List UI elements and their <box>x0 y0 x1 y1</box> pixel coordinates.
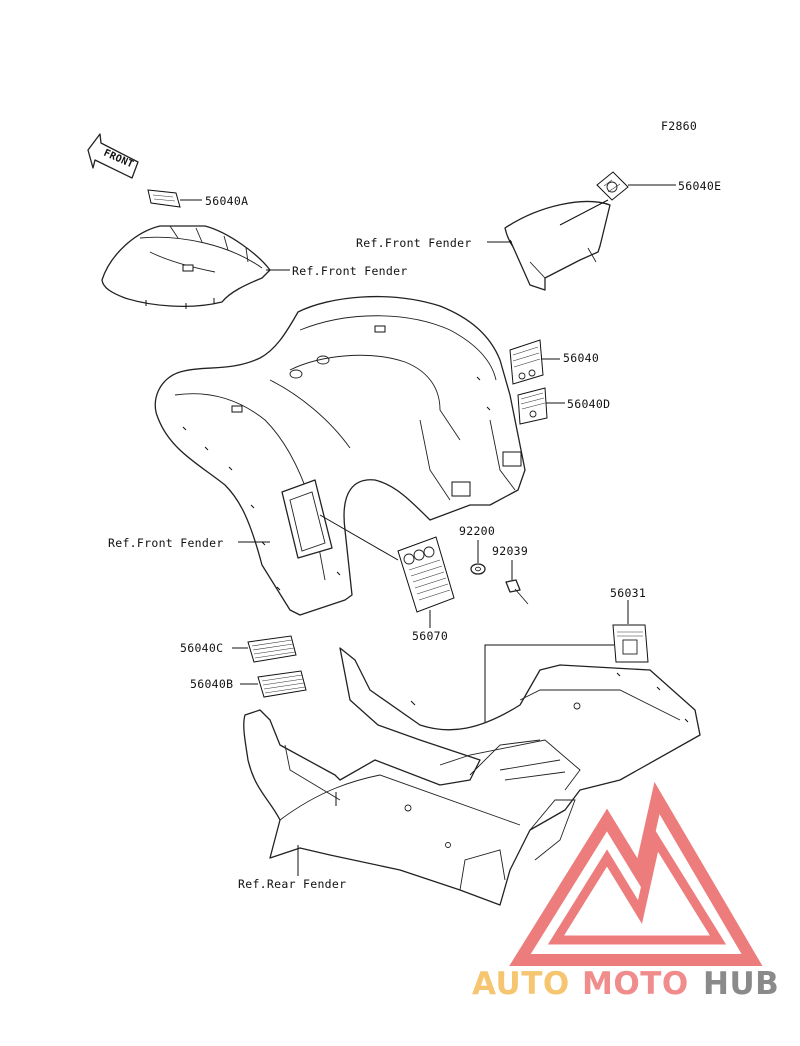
callout-56040: 56040 <box>563 351 599 365</box>
decal-56070 <box>397 536 455 613</box>
callout-56070: 56070 <box>412 629 448 643</box>
rivet-92039 <box>505 579 529 605</box>
decal-56040 <box>509 339 544 385</box>
callout-ref-front-fender-1: Ref.Front Fender <box>292 264 408 278</box>
callout-ref-front-fender-2: Ref.Front Fender <box>356 236 472 250</box>
watermark-triangle-logo <box>509 781 763 966</box>
callout-56031: 56031 <box>610 586 646 600</box>
callout-56040A: 56040A <box>205 194 248 208</box>
callout-ref-rear-fender: Ref.Rear Fender <box>238 877 346 891</box>
callout-56040C: 56040C <box>180 641 223 655</box>
decal-56040A <box>147 189 181 208</box>
front-fender-cover-right <box>504 200 611 291</box>
decal-56031 <box>612 624 649 663</box>
callout-56040D: 56040D <box>567 397 610 411</box>
front-direction-arrow: FRONT <box>87 133 139 179</box>
decal-56040B <box>257 670 307 698</box>
front-fender-top-left <box>101 225 271 309</box>
front-fender-main <box>154 295 526 616</box>
automotohub-watermark: AUTO MOTO HUB <box>472 781 779 1002</box>
figure-code: F2860 <box>661 119 697 133</box>
decal-56040D <box>517 387 548 425</box>
callout-92039: 92039 <box>492 544 528 558</box>
decal-56040E <box>596 171 629 201</box>
callout-56040E: 56040E <box>678 179 721 193</box>
rear-fender <box>243 647 701 906</box>
washer-92200 <box>470 563 486 575</box>
watermark-text-moto: MOTO <box>582 966 689 1002</box>
callout-92200: 92200 <box>459 524 495 538</box>
callout-ref-front-fender-3: Ref.Front Fender <box>108 536 224 550</box>
watermark-text-hub: HUB <box>703 966 779 1002</box>
callout-56040B: 56040B <box>190 677 233 691</box>
watermark-text-auto: AUTO <box>472 966 570 1002</box>
decal-56040C <box>247 635 297 663</box>
